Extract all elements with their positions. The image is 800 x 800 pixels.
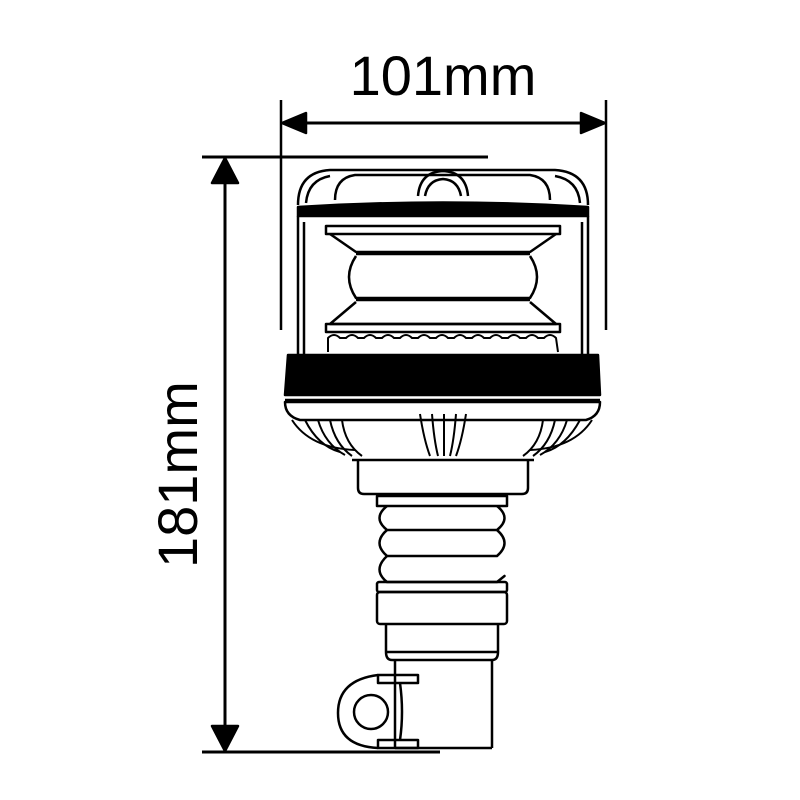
din-spigot — [336, 660, 494, 750]
dome-cap — [296, 168, 590, 218]
flexible-spigot — [375, 494, 509, 662]
cooling-fins — [291, 413, 593, 457]
height-dimension — [202, 155, 488, 754]
width-dimension-label: 101mm — [349, 44, 537, 107]
height-dimension-label: 181mm — [146, 381, 209, 568]
base-band — [283, 353, 602, 422]
lens-housing — [296, 216, 590, 355]
width-dimension — [279, 100, 608, 330]
mount-neck — [352, 458, 534, 496]
